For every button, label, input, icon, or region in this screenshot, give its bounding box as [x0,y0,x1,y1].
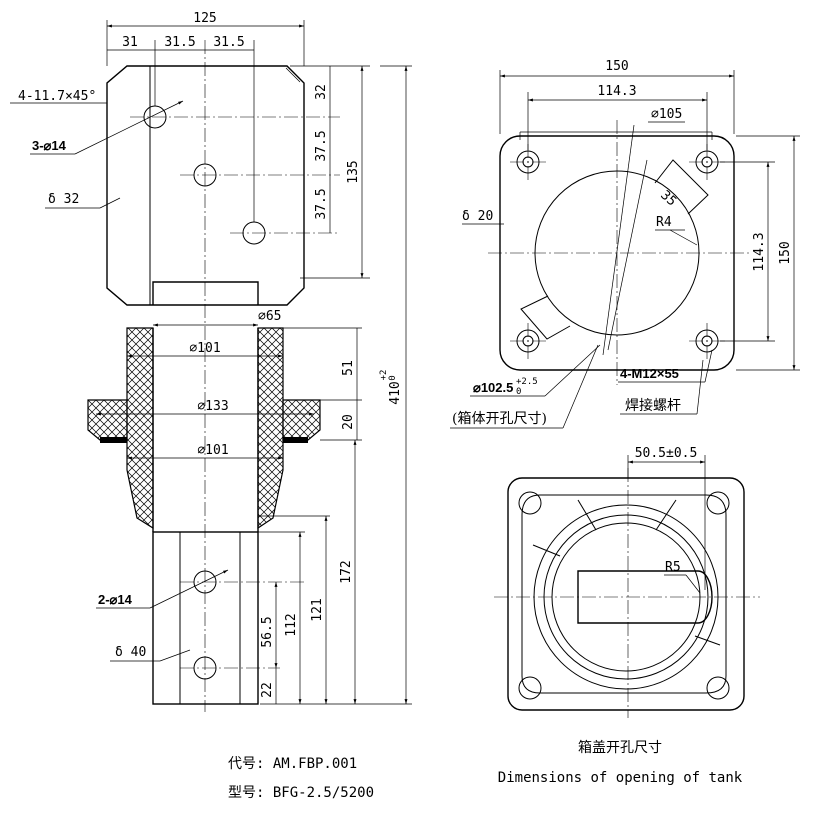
tank-corner-hole [518,491,542,515]
bolts-label: 4-M12×55 [620,366,679,381]
flange-right [282,399,321,441]
tank-dim-50-5: 50.5±0.5 [635,446,698,461]
insulator-left [126,327,154,530]
top-plate [106,65,305,306]
top-dim-35: 35 [657,188,679,210]
tank-ring-outer [533,504,719,690]
top-view: 150 114.3 ⌀105 35 R4 δ 20 114.3 150 4-M1… [450,59,800,429]
opening-tol-lower: 0 [516,387,521,397]
top-dim-150: 150 [605,59,628,74]
dim-phi65: ⌀65 [258,309,281,324]
dim-37-5-b: 37.5 [314,188,329,219]
insulator-right [257,327,284,530]
bottom-holes-label: 2-⌀14 [98,592,133,607]
dim-121: 121 [310,598,325,621]
tab-left [520,295,571,340]
tab-right [654,159,709,215]
tank-caption-en: Dimensions of opening of tank [498,770,743,786]
dim-135: 135 [346,160,361,183]
dim-phi101-a: ⌀101 [189,341,220,356]
dim-37-5-a: 37.5 [314,130,329,161]
dim-51: 51 [341,360,356,376]
tank-corner-hole [518,676,542,700]
weld-bolt-label: 焊接螺杆 [625,397,681,414]
tank-ring-middle [543,514,709,680]
bar-thickness-label: δ 40 [115,645,146,660]
top-dim-r4: R4 [656,215,672,230]
tank-caption-zh: 箱盖开孔尺寸 [578,740,662,756]
dim-22: 22 [260,682,275,698]
tank-slot [577,570,713,624]
opening-dim: ⌀102.5 [473,380,513,395]
plate-thickness-label: δ 32 [48,192,79,207]
top-dim-phi105: ⌀105 [651,107,682,122]
bottom-bar [152,531,259,705]
tank-inner [521,494,727,694]
top-dim-114-3-vertical: 114.3 [752,232,767,271]
top-dim-114-3: 114.3 [597,84,636,99]
dim-172: 172 [339,560,354,583]
dim-31-5-b: 31.5 [213,35,244,50]
flange-left [87,399,128,441]
dim-20: 20 [341,414,356,430]
tank-view: 50.5±0.5 R5 箱盖开孔尺寸 Dimensions of opening… [494,446,760,786]
dim-410-tol-upper: +2 [379,370,389,381]
bolt-holes [510,144,725,359]
top-holes-label: 3-⌀14 [32,138,67,153]
dim-112: 112 [284,613,299,636]
top-thickness-label: δ 20 [462,209,493,224]
top-dim-150-vertical: 150 [778,241,793,264]
tank-corner-hole [706,491,730,515]
dim-31-5-a: 31.5 [164,35,195,50]
dim-410-tol-lower: 0 [388,375,398,380]
opening-label: (箱体开孔尺寸) [452,411,547,427]
opening-tol-upper: +2.5 [516,377,538,387]
dim-31: 31 [122,35,138,50]
drawing-model: 型号: BFG-2.5/5200 [228,785,374,801]
neck [152,281,259,305]
drawing-code: 代号: AM.FBP.001 [228,756,357,772]
dim-410: 410 [388,381,403,404]
dim-125: 125 [193,11,216,26]
tank-outline [507,477,745,711]
gasket-left [100,437,127,443]
dim-56-5: 56.5 [260,616,275,647]
front-view: 125 31 31.5 31.5 32 37.5 37.5 135 410 +2… [10,11,412,801]
chamfer-label: 4-11.7×45° [18,89,96,104]
dim-32: 32 [314,84,329,100]
dim-phi101-b: ⌀101 [197,443,228,458]
tank-ring-inner [551,522,701,672]
tank-corner-hole [706,676,730,700]
tank-dim-r5: R5 [665,560,681,575]
bore [534,170,700,336]
gasket-right [283,437,308,443]
dim-phi133: ⌀133 [197,399,228,414]
